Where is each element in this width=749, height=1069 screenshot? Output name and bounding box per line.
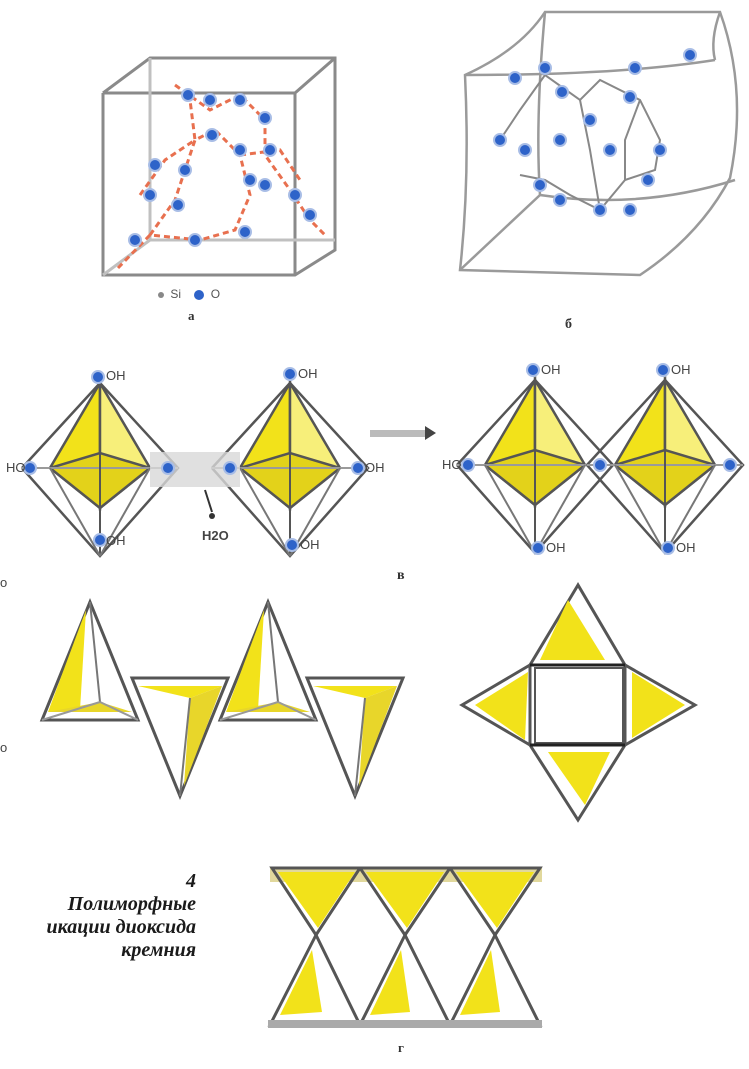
oxygen-atoms-b [493,48,697,217]
caption-line-2: икации диоксида [46,916,196,938]
reaction-arrow-head [425,426,436,440]
oh-label-c4: OH [365,460,385,475]
chain-tetrahedron-4 [305,676,405,798]
si-legend-dot [158,292,164,298]
chain-tetrahedron-1 [40,600,140,722]
panel-label-b: б [565,317,572,332]
oh-label-c8: OH [671,362,691,377]
ho-label-c2: HO [442,457,462,472]
water-arrow [204,489,213,513]
caption-line-1: Полиморфные [67,893,196,915]
left-fragment-2: о [0,740,8,755]
cube-frame-a [101,56,337,277]
chain-tetrahedron-2 [130,676,230,798]
panel-label-c: в [397,568,405,583]
oh-label-c3: OH [298,366,318,381]
figure-number: 4 [186,870,196,892]
oh-label-c5: OH [300,537,320,552]
ho-label-c1: HO [6,460,26,475]
ring-of-tetrahedra [459,582,699,823]
water-label: H2O [202,528,229,543]
oh-label-c1: OH [106,368,126,383]
reaction-arrow [370,430,425,437]
oxygen-legend-dot [194,289,205,300]
cube-frame-b [458,10,739,277]
chain-tetrahedron-3 [218,600,318,722]
caption-line-3: кремния [121,939,196,961]
oxygen-legend-label: O [210,287,221,301]
double-chain-layer [267,866,543,1028]
water-arrow-head [209,513,215,519]
left-fragment-1: о [0,575,8,590]
legend-a: Si O [158,287,220,307]
figure-caption: 4 Полиморфные икации диоксида кремния [0,870,196,962]
si-legend-label: Si [170,287,182,301]
oh-label-c7: OH [546,540,566,555]
panel-label-a: a [188,308,195,323]
oxygen-atoms-a [128,88,317,247]
oh-label-c9: OH [676,540,696,555]
oh-label-c6: OH [541,362,561,377]
oxygen-atoms-c [23,363,737,555]
panel-label-g: г [398,1040,404,1055]
oh-label-c2: OH [106,533,126,548]
